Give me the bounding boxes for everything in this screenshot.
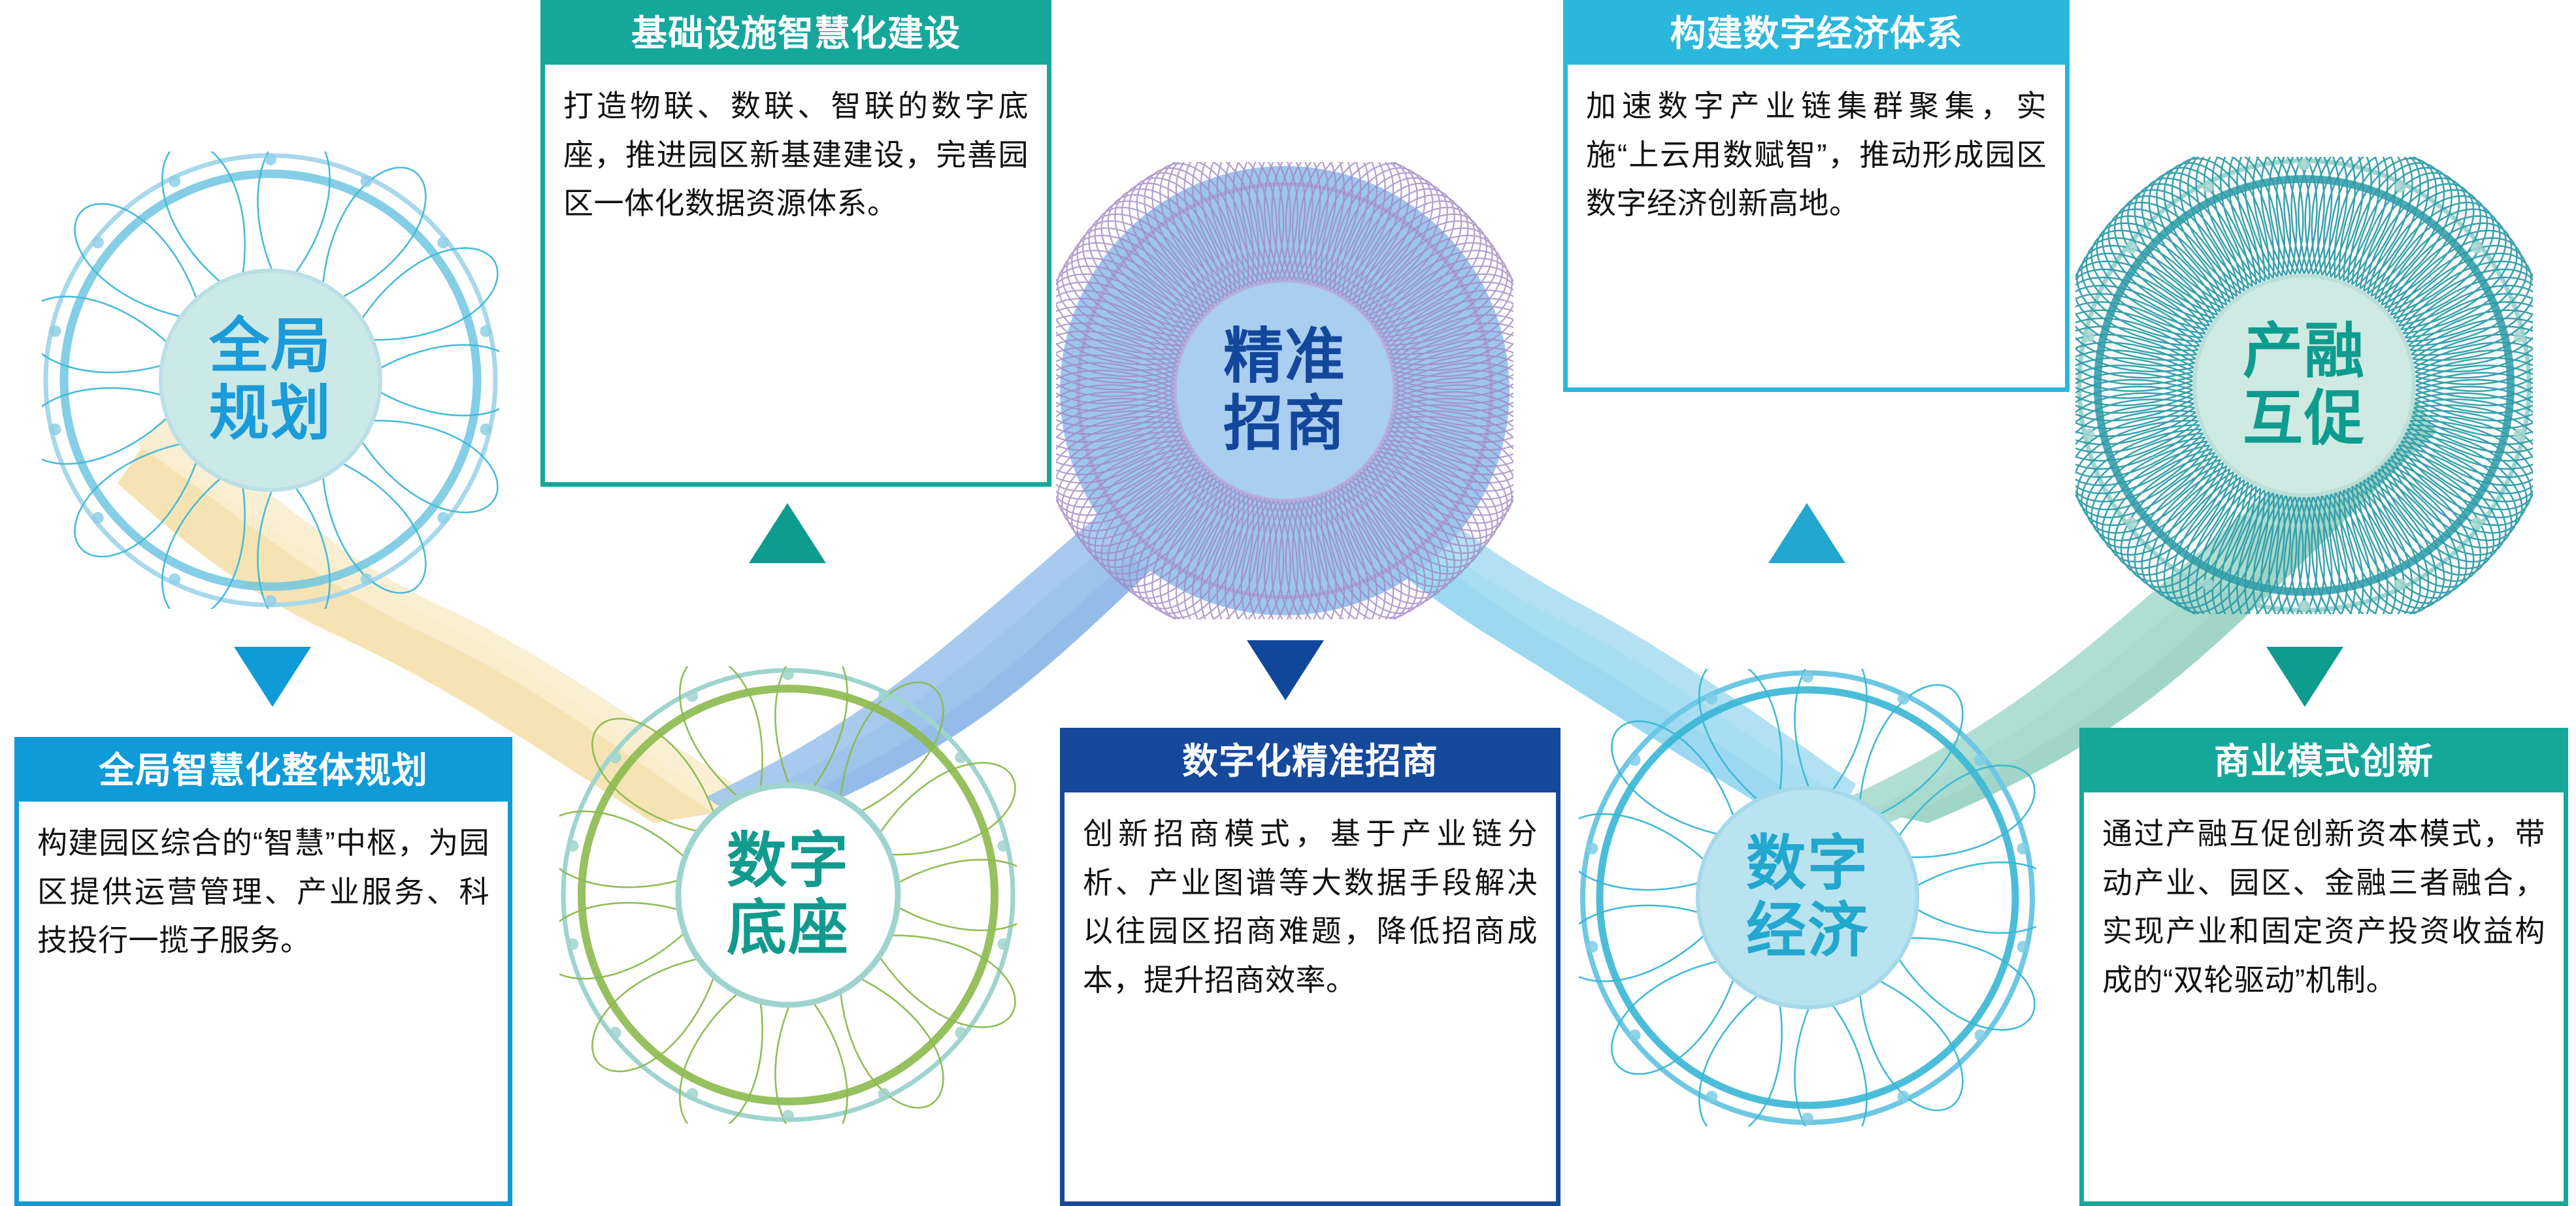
spirograph-ring-1 bbox=[42, 152, 499, 609]
card-body-1: 构建园区综合的“智慧”中枢，为园区提供运营管理、产业服务、科技投行一揽子服务。 bbox=[37, 826, 489, 958]
card-global-planning[interactable]: 全局智慧化整体规划 构建园区综合的“智慧”中枢，为园区提供运营管理、产业服务、科… bbox=[14, 737, 512, 1206]
arrow-down-1 bbox=[234, 647, 311, 707]
card-title-1: 全局智慧化整体规划 bbox=[19, 742, 508, 802]
card-title-5: 商业模式创新 bbox=[2084, 732, 2564, 792]
spirograph-ring-3 bbox=[1056, 162, 1513, 619]
spirograph-ring-4 bbox=[1579, 669, 2036, 1126]
node-global-planning[interactable]: 全局 规划 bbox=[42, 152, 499, 609]
card-body-3: 创新招商模式，基于产业链分析、产业图谱等大数据手段解决以往园区招商难题，降低招商… bbox=[1083, 817, 1538, 997]
node-digital-base[interactable]: 数字 底座 bbox=[559, 666, 1017, 1124]
arrow-up-4 bbox=[1768, 503, 1845, 563]
arrow-up-2 bbox=[749, 503, 826, 563]
card-body-5: 通过产融互促创新资本模式，带动产业、园区、金融三者融合，实现产业和固定资产投资收… bbox=[2102, 817, 2545, 997]
node-industry-finance[interactable]: 产融 互促 bbox=[2075, 157, 2533, 614]
card-business-model[interactable]: 商业模式创新 通过产融互促创新资本模式，带动产业、园区、金融三者融合，实现产业和… bbox=[2079, 728, 2568, 1206]
card-title-3: 数字化精准招商 bbox=[1065, 732, 1556, 792]
card-title-2: 基础设施智慧化建设 bbox=[545, 5, 1047, 65]
arrow-down-3 bbox=[1247, 640, 1324, 700]
spirograph-ring-2 bbox=[559, 666, 1017, 1124]
spirograph-ring-5 bbox=[2075, 157, 2533, 614]
card-precise-investment[interactable]: 数字化精准招商 创新招商模式，基于产业链分析、产业图谱等大数据手段解决以往园区招… bbox=[1060, 728, 1560, 1206]
card-body-4: 加速数字产业链集群聚集，实施“上云用数赋智”，推动形成园区数字经济创新高地。 bbox=[1586, 89, 2047, 221]
card-digital-economy[interactable]: 构建数字经济体系 加速数字产业链集群聚集，实施“上云用数赋智”，推动形成园区数字… bbox=[1563, 0, 2070, 392]
card-title-4: 构建数字经济体系 bbox=[1568, 5, 2065, 65]
card-infrastructure[interactable]: 基础设施智慧化建设 打造物联、数联、智联的数字底座，推进园区新基建建设，完善园区… bbox=[540, 0, 1051, 487]
node-digital-economy[interactable]: 数字 经济 bbox=[1579, 669, 2036, 1126]
arrow-down-5 bbox=[2266, 647, 2343, 707]
card-body-2: 打造物联、数联、智联的数字底座，推进园区新基建建设，完善园区一体化数据资源体系。 bbox=[563, 89, 1029, 221]
node-precise-investment[interactable]: 精准 招商 bbox=[1056, 162, 1513, 619]
